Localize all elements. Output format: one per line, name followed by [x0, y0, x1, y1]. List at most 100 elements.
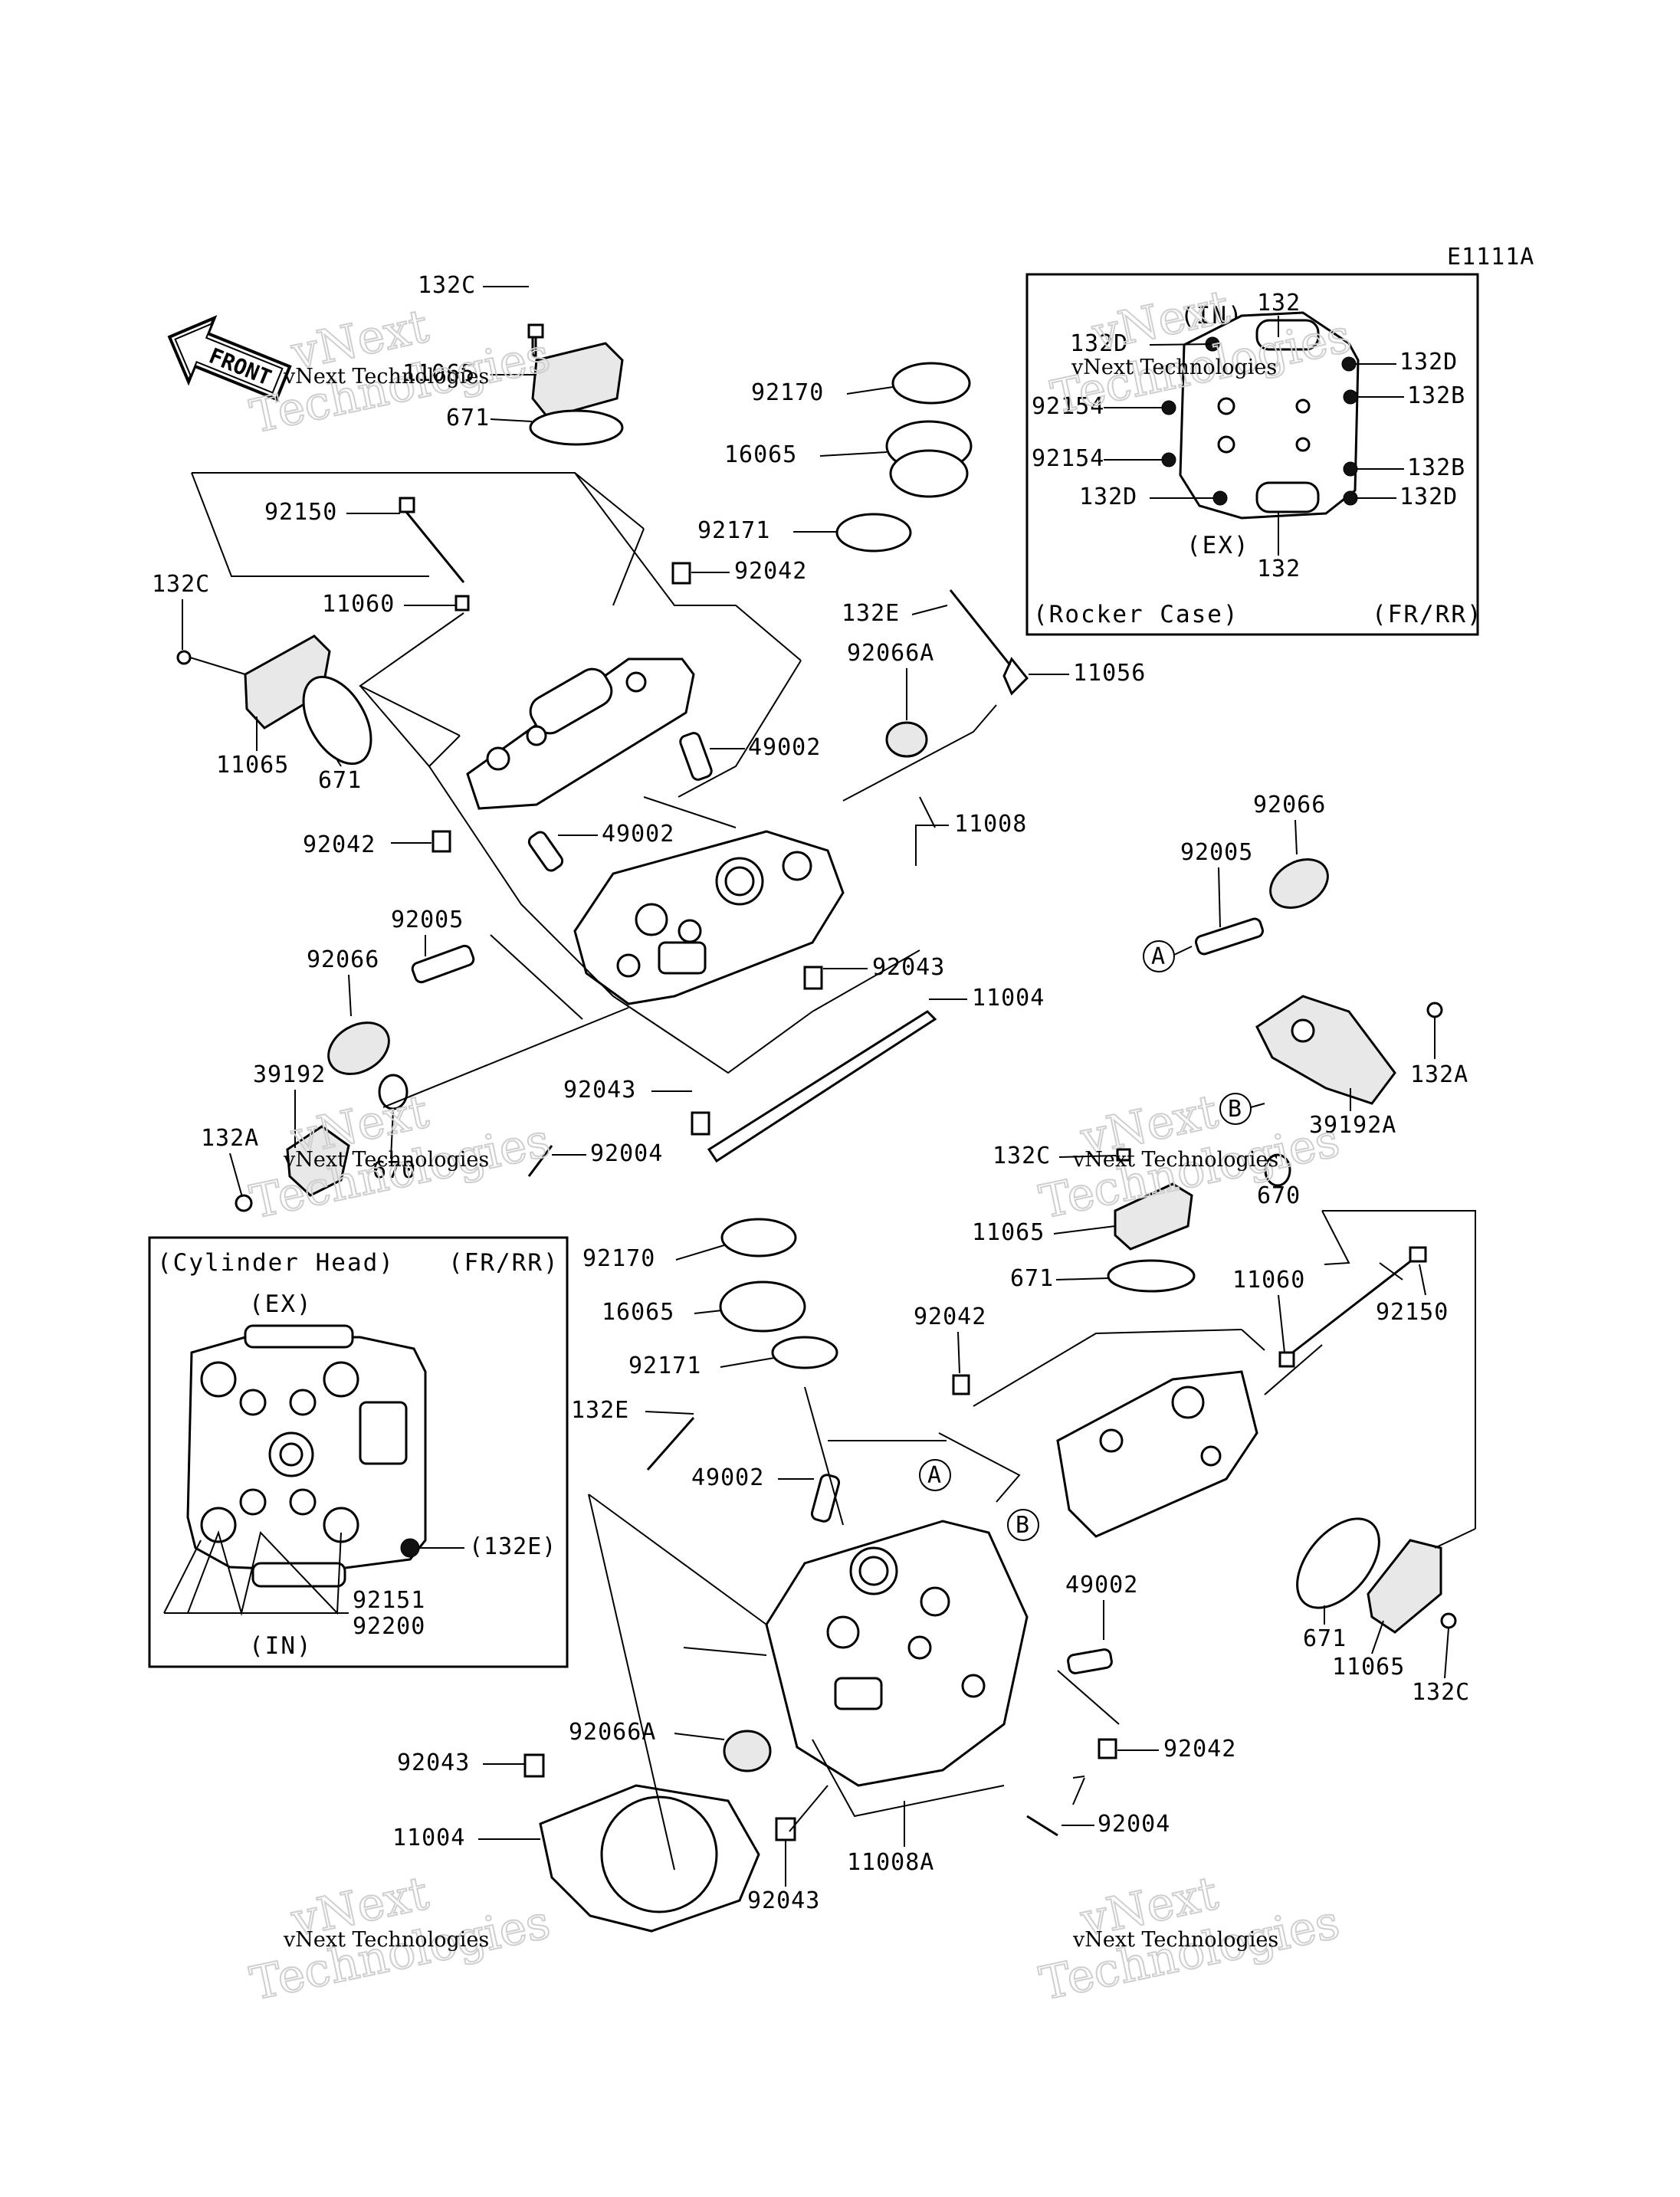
- watermark-text-3: vNext Technologies: [283, 1148, 489, 1172]
- callout-rear-132A: 132A: [1410, 1061, 1468, 1088]
- watermark-text-6: vNext Technologies: [1072, 1928, 1278, 1952]
- front-leader-lines: [191, 472, 997, 1108]
- callout-front-16065: 16065: [724, 441, 797, 468]
- callout-front-132C-left: 132C: [152, 571, 210, 598]
- callout-front-92042-left: 92042: [303, 831, 376, 858]
- callout-rear-670: 670: [1257, 1182, 1301, 1209]
- callout-front-132A: 132A: [201, 1125, 259, 1152]
- callout-front-132E: 132E: [842, 600, 900, 627]
- watermark-text-4: vNext Technologies: [1072, 1148, 1278, 1172]
- callout-front-132C-top: 132C: [418, 272, 476, 299]
- rocker-case-title: (Rocker Case): [1033, 601, 1239, 628]
- callout-rear-11065-right: 11065: [1332, 1654, 1405, 1681]
- callout-front-11004: 11004: [972, 985, 1045, 1012]
- rear-leader-lines: [588, 1210, 1476, 1871]
- callout-front-92066A: 92066A: [847, 640, 934, 667]
- callout-92154-b: 92154: [1032, 445, 1104, 472]
- callout-front-49002-b: 49002: [602, 821, 674, 848]
- callout-front-92150: 92150: [264, 499, 337, 526]
- diagram-code: E1111A: [1447, 244, 1534, 271]
- callout-rear-92042-right: 92042: [1163, 1736, 1236, 1763]
- callout-front-671-left: 671: [318, 767, 362, 794]
- callout-rear-39192A: 39192A: [1309, 1112, 1396, 1139]
- callout-92154-a: 92154: [1032, 393, 1104, 420]
- callout-front-92170: 92170: [751, 379, 824, 406]
- callout-132B-a: 132B: [1407, 382, 1465, 409]
- callout-rear-11060: 11060: [1232, 1267, 1305, 1294]
- callout-rear-92004: 92004: [1098, 1811, 1170, 1838]
- callout-rear-11004: 11004: [392, 1825, 465, 1851]
- callout-rear-92043-b: 92043: [747, 1887, 820, 1914]
- cylinder-head-in-label: (IN): [249, 1632, 313, 1660]
- callout-front-39192: 39192: [253, 1061, 326, 1088]
- ref-A-front: A: [1143, 940, 1193, 972]
- callout-front-11008: 11008: [954, 811, 1027, 838]
- callout-rear-671-right: 671: [1303, 1625, 1347, 1652]
- callout-front-92043-b: 92043: [563, 1077, 636, 1103]
- callout-132D-a: 132D: [1070, 330, 1128, 357]
- cylinder-head-ex-label: (EX): [249, 1290, 313, 1318]
- watermark-top-left: vNext Technologies: [245, 299, 556, 445]
- callout-132D-b: 132D: [1399, 349, 1458, 375]
- callout-rear-49002-a: 49002: [691, 1464, 764, 1491]
- callout-rear-92043-a: 92043: [397, 1749, 470, 1776]
- rear-assembly: [523, 858, 1457, 1933]
- callout-front-92043-a: 92043: [872, 954, 945, 981]
- callout-rear-92005: 92005: [1180, 839, 1253, 866]
- callout-92151: 92151: [353, 1587, 425, 1614]
- callout-92200: 92200: [353, 1613, 425, 1640]
- svg-text:A: A: [927, 1462, 942, 1489]
- callout-132B-b: 132B: [1407, 454, 1465, 481]
- callout-front-671-top: 671: [446, 405, 490, 431]
- rocker-case-ex-label: (EX): [1186, 532, 1250, 559]
- callout-rear-92066A: 92066A: [569, 1719, 656, 1746]
- callout-front-670: 670: [372, 1157, 416, 1184]
- callout-front-11065-top: 11065: [402, 360, 475, 387]
- callout-rear-132C-right: 132C: [1412, 1679, 1470, 1706]
- rocker-case-inset: (Rocker Case) (FR/RR) (IN) (EX) 132 132D…: [1025, 273, 1483, 636]
- rear-callouts: 92066 92005 39192A 132A 670 132C 11065 6…: [392, 792, 1470, 1914]
- callout-front-11060: 11060: [322, 591, 395, 618]
- ref-B-front: B: [1219, 1093, 1265, 1125]
- callout-rear-92171: 92171: [628, 1353, 701, 1379]
- cylinder-head-position: (FR/RR): [448, 1249, 559, 1277]
- watermark-text-1: vNext Technologies: [283, 365, 489, 389]
- cylinder-head-inset: (Cylinder Head) (FR/RR) (EX) (IN) (132E)…: [148, 1236, 569, 1668]
- circle-references: A B A B: [919, 940, 1265, 1541]
- callout-132-top: 132: [1257, 290, 1301, 316]
- callout-132D-c: 132D: [1079, 484, 1137, 510]
- callout-front-92005: 92005: [391, 907, 464, 933]
- callout-front-49002-a: 49002: [748, 734, 821, 761]
- callout-front-92171: 92171: [697, 517, 770, 544]
- callout-front-92066: 92066: [307, 946, 379, 973]
- rocker-case-position: (FR/RR): [1372, 601, 1483, 628]
- cylinder-head-drawing: [186, 1324, 427, 1588]
- callout-132E-box: (132E): [469, 1533, 556, 1560]
- svg-text:A: A: [1151, 943, 1166, 970]
- svg-text:B: B: [1016, 1512, 1030, 1539]
- front-callouts: 132C 11065 671 92150 11060 132C 11065 67…: [152, 272, 1146, 1198]
- callout-front-92042-top: 92042: [734, 558, 807, 585]
- callout-rear-49002-b: 49002: [1065, 1572, 1138, 1599]
- callout-rear-671-top: 671: [1010, 1265, 1054, 1292]
- watermark-text-2: vNext Technologies: [1071, 356, 1277, 379]
- cylinder-head-title: (Cylinder Head): [157, 1249, 395, 1277]
- front-assembly: [176, 323, 1029, 1212]
- rocker-case-drawing: [1161, 311, 1360, 520]
- callout-rear-92170: 92170: [582, 1245, 655, 1272]
- watermark-bottom-left: vNext Technologies: [245, 1866, 556, 2012]
- callout-rear-11008A: 11008A: [847, 1849, 934, 1876]
- callout-front-11056: 11056: [1073, 660, 1146, 687]
- watermark-bottom-right: vNext Technologies: [1035, 1866, 1345, 2012]
- callout-rear-92066: 92066: [1253, 792, 1326, 818]
- callout-front-92004: 92004: [590, 1140, 663, 1167]
- callout-rear-132C-top: 132C: [993, 1143, 1051, 1169]
- callout-132-bottom: 132: [1257, 556, 1301, 582]
- callout-rear-92042-top: 92042: [914, 1303, 986, 1330]
- svg-text:B: B: [1228, 1096, 1242, 1123]
- callout-rear-132E: 132E: [571, 1397, 629, 1424]
- callout-rear-16065: 16065: [602, 1299, 674, 1326]
- callout-front-11065-left: 11065: [216, 752, 289, 779]
- callout-rear-92150: 92150: [1376, 1299, 1449, 1326]
